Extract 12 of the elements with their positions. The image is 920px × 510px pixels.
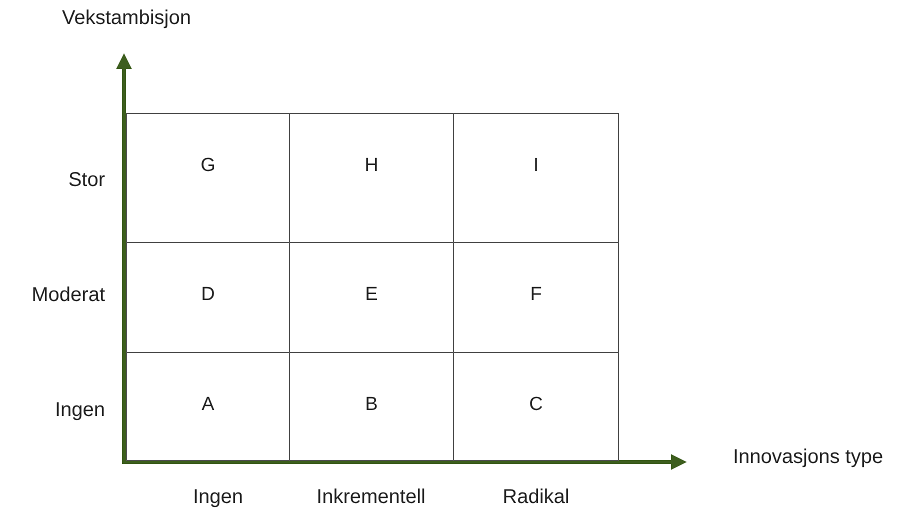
axis-tick-label: Ingen (54, 398, 105, 422)
axis-tick-label: Moderat (32, 283, 105, 307)
axis-tick-label: Inkrementell (316, 485, 426, 509)
axis-title: Vekstambisjon (62, 6, 191, 30)
axis-tick-label: Stor (68, 168, 105, 192)
matrix-cell: A (126, 352, 290, 461)
matrix-cell: G (126, 113, 290, 243)
matrix-cell: I (453, 113, 619, 243)
axis-tick-label: Radikal (502, 485, 570, 509)
axis-title: Innovasjons type (733, 445, 884, 469)
matrix-cell: C (453, 352, 619, 461)
axis-tick-label: Ingen (192, 485, 244, 509)
